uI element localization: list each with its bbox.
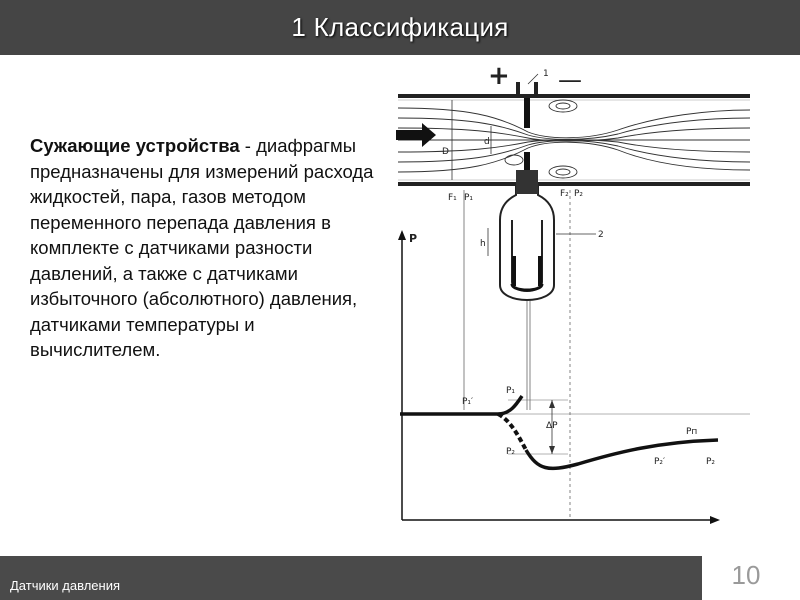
label-P1prime: P₁′ <box>462 397 473 407</box>
pressure-curve-outlet <box>524 438 719 471</box>
description-text: Сужающие устройства - диафрагмы предназн… <box>30 133 375 363</box>
flow-arrow-icon <box>396 123 436 147</box>
callout-2: 2 <box>598 230 604 240</box>
eddies <box>504 99 578 179</box>
tap-block <box>516 170 538 194</box>
pressure-curve-inlet <box>400 395 524 416</box>
axis-P-label: P <box>409 232 417 245</box>
streamlines <box>397 107 751 173</box>
description-body: - диафрагмы предназначены для измерений … <box>30 135 374 360</box>
label-h: h <box>480 239 486 249</box>
orifice-diagram: + — 1 D d F₁ P₁ F₂ P₂ 2 h P P₁′ P₁ P₂ ΔP… <box>388 60 760 530</box>
label-P1-top: P₁ <box>464 193 473 203</box>
label-d: d <box>484 137 490 147</box>
minus-sign: — <box>558 66 582 94</box>
title-bar: 1 Классификация <box>0 0 800 55</box>
label-P2: P₂ <box>506 447 515 457</box>
plus-sign: + <box>488 61 510 91</box>
description-lead: Сужающие устройства <box>30 135 240 156</box>
label-P1: P₁ <box>506 386 515 396</box>
callout-1: 1 <box>543 69 549 79</box>
pipe-bottom-wall <box>398 182 750 186</box>
label-D: D <box>442 147 449 157</box>
label-P2end: P₂ <box>706 457 715 467</box>
label-F2: F₂ <box>560 189 569 199</box>
orifice-plate-bottom <box>524 152 530 182</box>
slide-title: 1 Классификация <box>291 12 509 42</box>
page-number: 10 <box>731 560 761 590</box>
footer-text: Датчики давления <box>10 577 121 593</box>
pressure-curve-wall <box>496 412 528 451</box>
label-Pp: Pп <box>686 427 697 437</box>
u-tube-manometer <box>499 186 555 301</box>
pipe-top-wall <box>398 94 750 98</box>
orifice-plate-top <box>524 98 530 128</box>
label-dP: ΔP <box>546 421 558 431</box>
label-F1: F₁ <box>448 193 457 203</box>
label-P2-top: P₂ <box>574 189 583 199</box>
footer-bar: Датчики давления <box>0 556 702 600</box>
label-P2prime: P₂′ <box>654 457 665 467</box>
